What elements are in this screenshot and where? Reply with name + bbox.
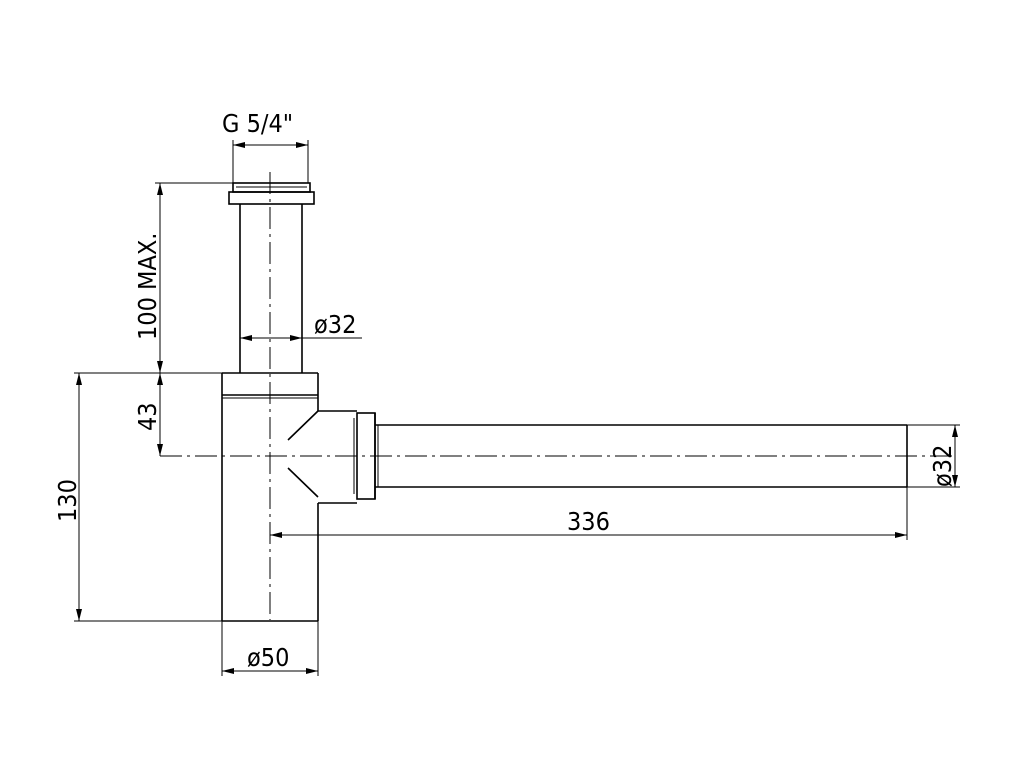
dim-outlet-diameter: ø32 bbox=[907, 424, 960, 488]
dim-outlet-height: 43 bbox=[133, 372, 222, 456]
dim-thread: G 5/4" bbox=[222, 109, 309, 183]
tail-diameter-label: ø32 bbox=[314, 310, 356, 339]
total-height-label: 130 bbox=[53, 479, 82, 522]
tail-pipe bbox=[239, 204, 303, 373]
dim-tail-diameter: ø32 bbox=[240, 310, 362, 341]
dim-total-height: 130 bbox=[53, 372, 222, 622]
outlet-height-label: 43 bbox=[133, 402, 162, 431]
height-max-label: 100 MAX. bbox=[133, 233, 162, 340]
dim-body-diameter: ø50 bbox=[221, 621, 319, 676]
dim-height-max: 100 MAX. bbox=[133, 182, 233, 373]
outlet-fitting bbox=[287, 410, 376, 504]
top-nut bbox=[228, 182, 315, 205]
dim-outlet-length: 336 bbox=[270, 487, 908, 540]
outlet-length-label: 336 bbox=[567, 507, 610, 536]
thread-label: G 5/4" bbox=[222, 109, 293, 138]
body-diameter-label: ø50 bbox=[247, 643, 289, 672]
outlet-diameter-label: ø32 bbox=[928, 445, 957, 487]
center-lines bbox=[160, 172, 955, 620]
